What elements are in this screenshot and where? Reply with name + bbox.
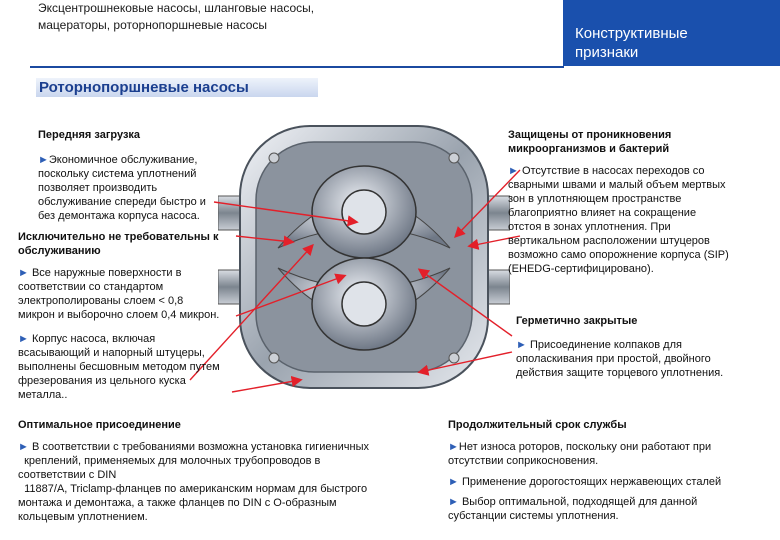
bullet-icon: ►: [18, 333, 29, 345]
header-text: Эксцентрошнековые насосы, шланговые насо…: [38, 0, 314, 34]
bullet-icon: ►: [18, 267, 29, 279]
service-life-item-1: ►Нет износа роторов, поскольку они работ…: [448, 441, 712, 467]
sealed-text: ► Присоединение колпаков для ополаскиван…: [516, 339, 724, 379]
sealed-heading: Герметично закрытые: [516, 315, 638, 327]
page-title: Роторнопоршневые насосы: [36, 78, 318, 97]
bullet-icon: ►: [516, 339, 527, 351]
header-divider: [30, 66, 564, 68]
bullet-icon: ►: [38, 154, 49, 166]
header-line-2: мацераторы, роторнопоршневые насосы: [38, 18, 268, 32]
pump-illustration: [218, 125, 510, 389]
bullet-icon: ►: [448, 441, 459, 453]
service-life-item-3: ► Выбор оптимальной, подходящей для данн…: [448, 496, 698, 522]
service-life-heading: Продолжительный срок службы: [448, 419, 627, 431]
section-badge: Конструктивные признаки: [563, 0, 780, 66]
body-text: ► Корпус насоса, включая всасывающий и н…: [18, 333, 220, 401]
section-badge-label: Конструктивные признаки: [575, 25, 688, 61]
protection-text: ► Отсутствие в насосах переходов со свар…: [508, 165, 729, 275]
service-life-item-2: ► Применение дорогостоящих нержавеющих с…: [448, 476, 722, 488]
front-loading-heading: Передняя загрузка: [38, 129, 141, 141]
bullet-icon: ►: [508, 165, 519, 177]
front-loading-text: ►Экономичное обслуживание, поскольку сис…: [38, 154, 206, 222]
surface-text: ► Все наружные поверхности в соответстви…: [18, 267, 220, 321]
bullet-icon: ►: [448, 496, 459, 508]
bullet-icon: ►: [448, 476, 459, 488]
header-line-1: Эксцентрошнековые насосы, шланговые насо…: [38, 1, 315, 15]
maintenance-heading: Исключительно не требовательны к обслужи…: [18, 231, 219, 257]
connection-heading: Оптимальное присоединение: [18, 419, 181, 431]
protection-heading: Защищены от проникновения микроорганизмо…: [508, 129, 672, 155]
connection-text: ► В соответствии с требованиями возможна…: [18, 441, 369, 523]
bullet-icon: ►: [18, 441, 29, 453]
